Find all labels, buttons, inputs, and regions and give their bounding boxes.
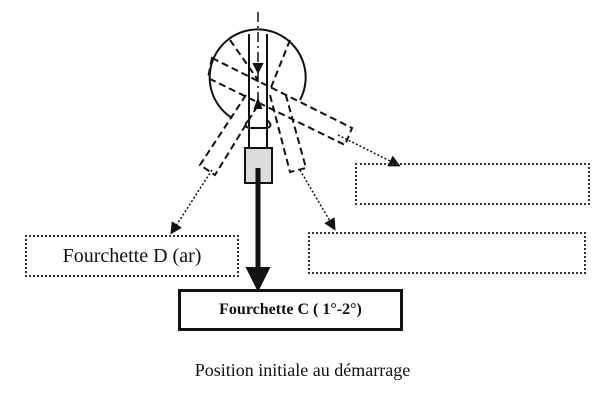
pointer-arrows bbox=[170, 134, 401, 235]
fork-c-text: Fourchette C ( 1°-2°) bbox=[219, 301, 362, 318]
dashed-positions bbox=[198, 39, 354, 177]
fork-d-label: Fourchette D (ar) bbox=[25, 235, 239, 277]
blank-label-bottom-right bbox=[308, 232, 586, 274]
fork-c-label: Fourchette C ( 1°-2°) bbox=[178, 289, 403, 331]
fork-d-text: Fourchette D (ar) bbox=[62, 244, 202, 267]
blank-label-top-right bbox=[355, 163, 590, 205]
selector-tube bbox=[244, 34, 272, 150]
figure-caption: Position initiale au démarrage bbox=[194, 360, 411, 380]
selector-circle bbox=[208, 28, 307, 119]
